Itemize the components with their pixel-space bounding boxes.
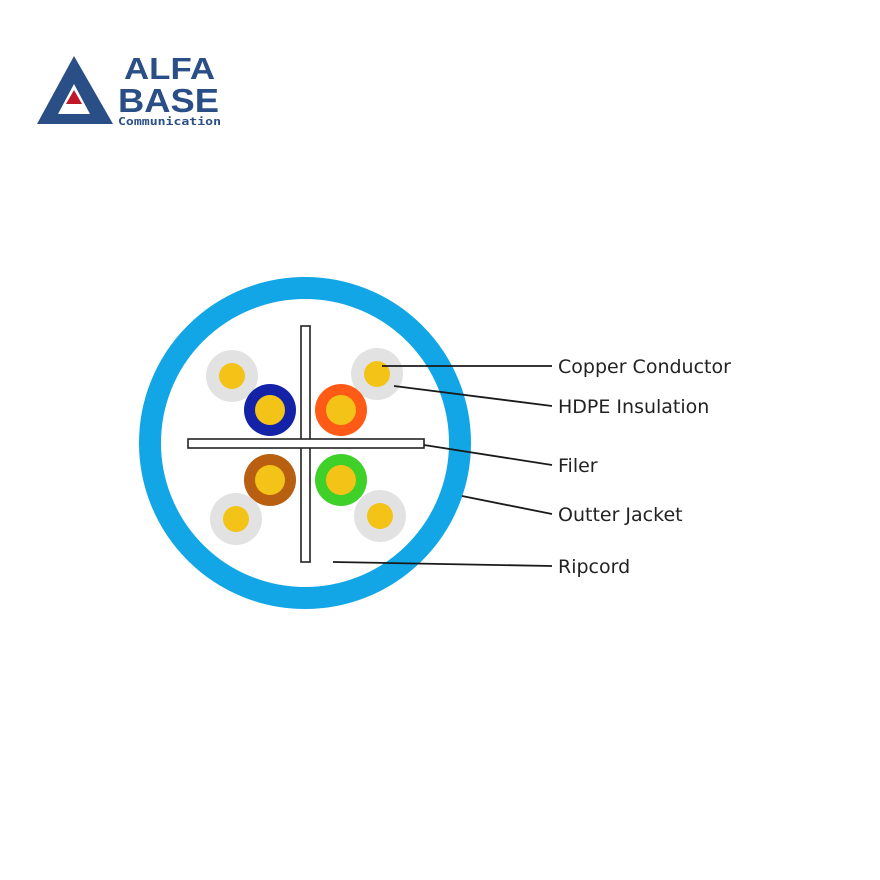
callout-filler-label: Filer [558,455,598,477]
logo-text-alfa: ALFA [124,51,215,86]
logo-text-base: BASE [118,82,219,119]
callout-outer-jacket: Outter Jacket [461,495,683,526]
wire-orange [315,384,367,436]
copper-conductor [255,465,285,495]
callout-hdpe-insulation-label: HDPE Insulation [558,396,709,418]
outer-jacket-ring [139,277,471,609]
logo-triangle-accent [66,90,82,104]
copper-conductor [223,506,249,532]
wire-blue [244,384,296,436]
copper-conductor [364,361,390,387]
company-logo: ALFA BASE Communication [37,51,221,128]
callout-filler-line [423,444,553,466]
cable-cross-section [139,277,471,609]
callout-copper-conductor-label: Copper Conductor [558,356,731,378]
logo-text-communication: Communication [118,115,221,128]
callouts: Copper Conductor HDPE Insulation Filer O… [332,356,731,578]
logo-triangle-icon [37,56,113,124]
wire-brown [244,454,296,506]
copper-conductor [255,395,285,425]
copper-conductor [219,363,245,389]
callout-ripcord-label: Ripcord [558,556,630,578]
filler-center-mask [302,440,309,447]
wire-white-top-right [351,348,403,400]
callout-ripcord-line [332,561,553,567]
callout-hdpe-insulation: HDPE Insulation [393,385,709,418]
callout-outer-jacket-label: Outter Jacket [558,504,683,526]
callout-copper-conductor: Copper Conductor [382,356,731,378]
callout-outer-jacket-line [461,495,553,515]
callout-filler: Filer [423,444,598,477]
callout-hdpe-insulation-line [393,385,553,407]
wire-white-top-left [206,350,258,402]
wire-white-bottom-left [210,493,262,545]
wire-white-bottom-right [354,490,406,542]
copper-conductor [326,395,356,425]
cross-filler [187,325,425,563]
callout-ripcord: Ripcord [332,556,630,578]
copper-conductor [326,465,356,495]
copper-conductor [367,503,393,529]
wire-green [315,454,367,506]
